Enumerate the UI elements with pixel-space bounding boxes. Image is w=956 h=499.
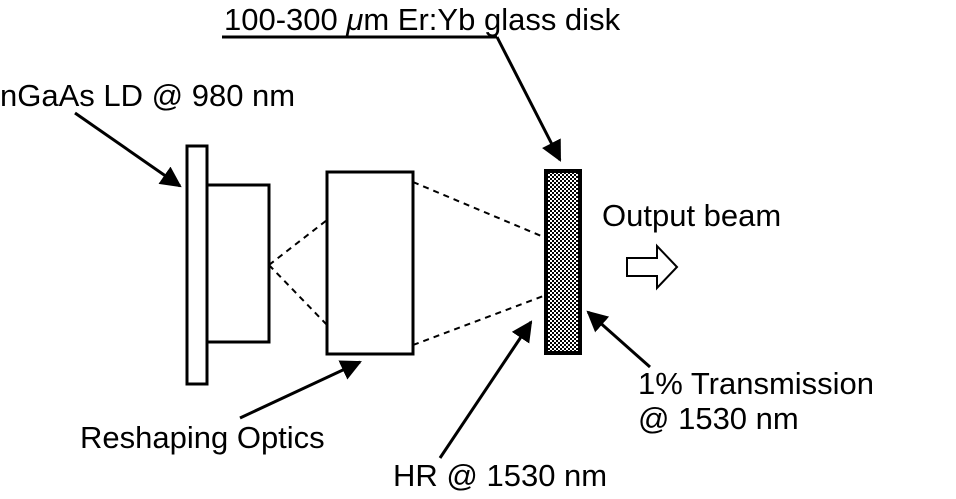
- ld-label: nGaAs LD @ 980 nm: [0, 78, 296, 113]
- laser-diode-body: [205, 183, 271, 344]
- output-arrow-icon: [626, 243, 679, 291]
- optics-label: Reshaping Optics: [80, 420, 325, 455]
- transmission-label-line1: 1% Transmission: [638, 366, 875, 401]
- glass-disk: [544, 169, 582, 355]
- transmission-label-line2: @ 1530 nm: [638, 401, 799, 436]
- disk-label: 100-300 μm Er:Yb glass disk: [224, 2, 621, 37]
- output-beam-label: Output beam: [602, 198, 782, 233]
- disk-pointer-arrow: [495, 36, 562, 162]
- pointer-arrows: [74, 36, 651, 459]
- transmission-pointer-arrow: [586, 310, 651, 369]
- reshaping-optics-block: [325, 170, 415, 356]
- ld-pointer-arrow: [74, 111, 182, 188]
- beam-path: [268, 181, 547, 346]
- hr-pointer-arrow: [438, 320, 533, 459]
- optics-pointer-arrow: [239, 360, 362, 420]
- hr-label: HR @ 1530 nm: [393, 458, 608, 493]
- laser-diode-plate: [185, 144, 209, 386]
